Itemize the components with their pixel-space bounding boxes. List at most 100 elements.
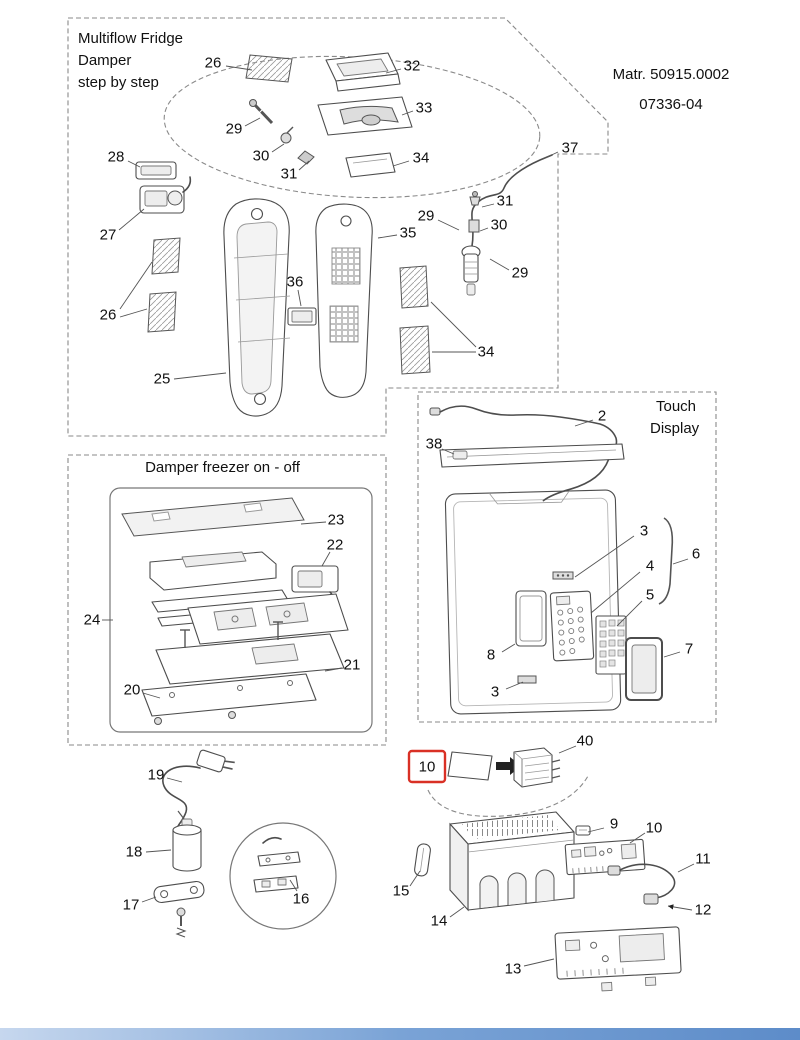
part-callout-37: 37 (542, 140, 579, 160)
part-19-power-cord-drawing (162, 749, 235, 835)
matr-number: Matr. 50915.0002 (612, 66, 730, 83)
part-37-sensor-cable-drawing (461, 154, 553, 296)
part-callout-27: 27 (100, 208, 145, 244)
part-callout-3: 3 (491, 681, 524, 701)
svg-text:21: 21 (344, 657, 361, 674)
part-22-damper-drawing (291, 565, 339, 620)
part-6-bracket-drawing (658, 517, 674, 605)
part-26-pads-left-drawing (147, 237, 181, 333)
part-callout-35: 35 (377, 225, 417, 242)
part-34-vent-plates-drawing (399, 265, 431, 375)
part-18-capacitor-drawing (172, 810, 202, 872)
svg-text:27: 27 (100, 227, 117, 244)
svg-text:3: 3 (640, 523, 648, 540)
svg-text:24: 24 (84, 612, 101, 629)
touch-section-outline (417, 391, 717, 723)
part-callout-20: 20 (124, 682, 161, 699)
svg-text:30: 30 (253, 148, 270, 165)
part-4-pcb-drawing (549, 590, 595, 662)
part-callout-19: 19 (148, 767, 183, 784)
eeprom-card-drawing (447, 751, 493, 781)
part-17-bracket-drawing (153, 880, 205, 938)
part-21-base-tray-drawing (155, 621, 345, 685)
part-callout-24: 24 (84, 612, 113, 629)
svg-text:28: 28 (108, 149, 125, 166)
part-13-pcb-drawing (554, 926, 682, 992)
part-callout-21: 21 (324, 657, 361, 674)
svg-text:4: 4 (646, 558, 654, 575)
part-callout-26: 26 (100, 261, 153, 324)
svg-text:32: 32 (404, 58, 421, 75)
part-callout-33: 33 (401, 100, 432, 117)
svg-text:19: 19 (148, 767, 165, 784)
part-callout-2: 2 (574, 408, 606, 427)
part-callout-23: 23 (300, 512, 345, 529)
part-callout-30: 30 (253, 143, 285, 165)
part-callout-34: 34 (430, 301, 495, 361)
part-callout-29: 29 (226, 117, 261, 138)
part-callout-28: 28 (108, 149, 141, 168)
part-20-bottom-plate-drawing (141, 673, 317, 725)
svg-text:38: 38 (426, 436, 443, 453)
multiflow-title-line2: Damper (78, 52, 132, 69)
part-32-damper-frame-drawing (325, 52, 401, 92)
svg-text:20: 20 (124, 682, 141, 699)
freezer-section-title: Damper freezer on - off (145, 459, 300, 476)
svg-text:5: 5 (646, 587, 654, 604)
part-29-screw-drawing (249, 99, 274, 125)
part-35-air-duct-drawing (315, 203, 373, 398)
svg-text:16: 16 (293, 891, 310, 908)
part-15-bushing-drawing (414, 843, 431, 877)
svg-text:23: 23 (328, 512, 345, 529)
part-28-frame-drawing (135, 161, 177, 180)
svg-text:9: 9 (610, 816, 618, 833)
part-36-cover-drawing (287, 307, 317, 326)
part-callout-6: 6 (672, 546, 700, 565)
part-9-clip-drawing (575, 825, 591, 836)
svg-text:2: 2 (598, 408, 606, 425)
svg-text:26: 26 (205, 55, 222, 72)
svg-text:34: 34 (413, 150, 430, 167)
part-11-12-harness-drawing (607, 863, 676, 905)
svg-text:3: 3 (491, 684, 499, 701)
part-23-cover-sheet-drawing (121, 497, 305, 537)
svg-text:30: 30 (491, 217, 508, 234)
assembly-link-dashed-curve (427, 775, 589, 817)
footer-blue-bar (0, 1028, 800, 1040)
part-7-display-frame-drawing (625, 637, 663, 701)
svg-text:29: 29 (226, 121, 243, 138)
part-8-display-window-drawing (515, 590, 547, 647)
svg-text:34: 34 (478, 344, 495, 361)
part-callout-25: 25 (154, 371, 227, 388)
part-callout-14: 14 (431, 906, 465, 930)
part-callout-10: 10 (629, 820, 662, 844)
eeprom-highlight-group (407, 749, 521, 784)
svg-text:26: 26 (100, 307, 117, 324)
part-3-strip-top-drawing (552, 571, 574, 580)
part-callout-12: 12 (667, 902, 711, 919)
part-callout-10: 10 (419, 759, 436, 776)
svg-text:37: 37 (562, 140, 579, 157)
multiflow-section-outline (67, 17, 609, 437)
part-callout-11: 11 (677, 851, 711, 873)
part-5-keypad-drawing (595, 615, 627, 675)
svg-text:29: 29 (512, 265, 529, 282)
part-16-clamp-detail-drawing (229, 822, 337, 930)
part-callout-13: 13 (505, 958, 555, 978)
part-callout-3: 3 (574, 523, 648, 578)
doc-number: 07336-04 (639, 96, 703, 113)
part-callout-36: 36 (287, 274, 303, 307)
part-callout-16: 16 (289, 879, 310, 908)
part-14-control-housing-drawing (449, 811, 575, 912)
part-callout-29: 29 (418, 208, 460, 231)
part-callout-15: 15 (393, 870, 421, 900)
part-26-pad-top-drawing (245, 54, 293, 83)
part-3-strip-bottom-drawing (517, 675, 537, 684)
part-callout-5: 5 (616, 587, 654, 627)
svg-text:35: 35 (400, 225, 417, 242)
part-callout-32: 32 (385, 58, 421, 75)
svg-text:13: 13 (505, 961, 522, 978)
svg-text:15: 15 (393, 883, 410, 900)
multiflow-title-line3: step by step (78, 74, 159, 91)
